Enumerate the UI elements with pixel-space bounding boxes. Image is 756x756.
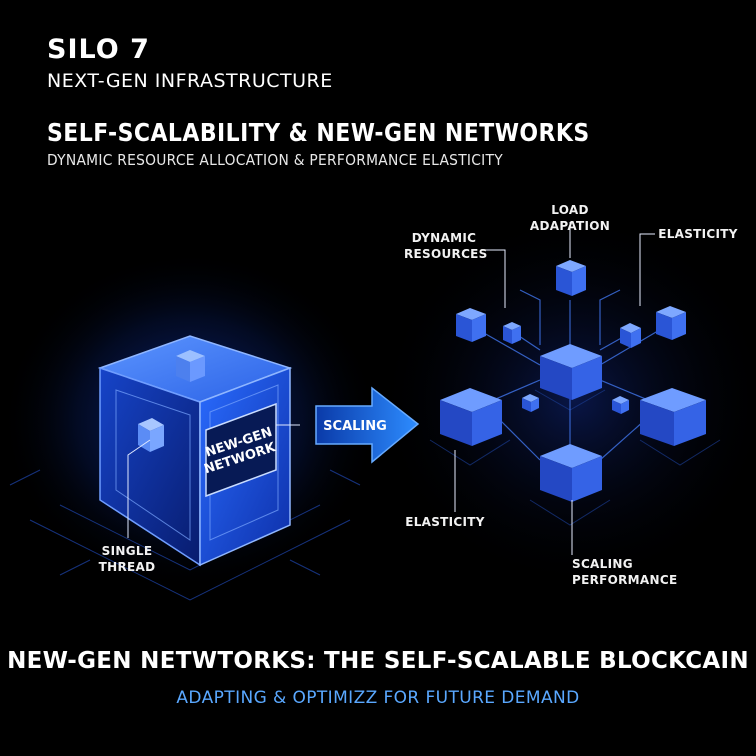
footer-title: NEW-GEN NETWTORKS: THE SELF-SCALABLE BLO… bbox=[7, 648, 749, 674]
cube-small-left bbox=[503, 322, 521, 344]
page-headline: SELF-SCALABILITY & NEW-GEN NETWORKS bbox=[47, 118, 590, 147]
network-floor-grid bbox=[429, 389, 721, 526]
scaling-arrow-label: SCALING bbox=[323, 419, 387, 434]
label-scaling-performance-line2: PERFORMANCE bbox=[572, 573, 678, 587]
cube-right bbox=[640, 388, 706, 446]
cube-load-adaptation bbox=[556, 260, 586, 296]
big-cube-label-panel bbox=[205, 402, 277, 498]
cube-mini-left bbox=[522, 394, 539, 412]
cube-dynamic-resources bbox=[456, 308, 486, 342]
cube-elasticity-right bbox=[656, 306, 686, 340]
callout-leaders bbox=[454, 222, 655, 555]
footer-subtitle: ADAPTING & OPTIMIZZ FOR FUTURE DEMAND bbox=[176, 688, 580, 708]
label-dynamic-resources: DYNAMIC RESOURCES bbox=[404, 230, 488, 262]
label-elasticity-top: ELASTICITY bbox=[658, 227, 738, 241]
label-load-adaptation: LOAD ADAPATION bbox=[529, 203, 611, 233]
cube-center bbox=[540, 344, 602, 400]
brand-title: SILO 7 bbox=[47, 34, 150, 65]
page-subheadline: DYNAMIC RESOURCE ALLOCATION & PERFORMANC… bbox=[47, 151, 503, 169]
side-inner-cube bbox=[138, 418, 164, 452]
cube-left bbox=[440, 388, 502, 446]
cube-bottom bbox=[540, 444, 602, 502]
single-thread-leader bbox=[127, 439, 151, 538]
label-single-thread: SINGLE THREAD bbox=[98, 544, 156, 574]
cube-small-right bbox=[620, 323, 641, 348]
label-elasticity-bottom: ELASTICITY bbox=[405, 515, 485, 529]
label-scaling-performance: SCALING PERFORMANCE bbox=[572, 556, 682, 588]
label-scaling-performance-line1: SCALING bbox=[572, 557, 633, 571]
big-cube: NEW-GEN NETWORK bbox=[97, 335, 293, 567]
label-dynamic-resources-line2: RESOURCES bbox=[404, 247, 488, 261]
cube-mini-right bbox=[612, 396, 629, 414]
top-inner-cube bbox=[176, 350, 205, 382]
network-glow bbox=[375, 210, 756, 590]
brand-tagline: NEXT-GEN INFRASTRUCTURE bbox=[47, 70, 333, 92]
scaling-arrow: SCALING bbox=[315, 386, 420, 464]
label-dynamic-resources-line1: DYNAMIC bbox=[411, 231, 477, 245]
